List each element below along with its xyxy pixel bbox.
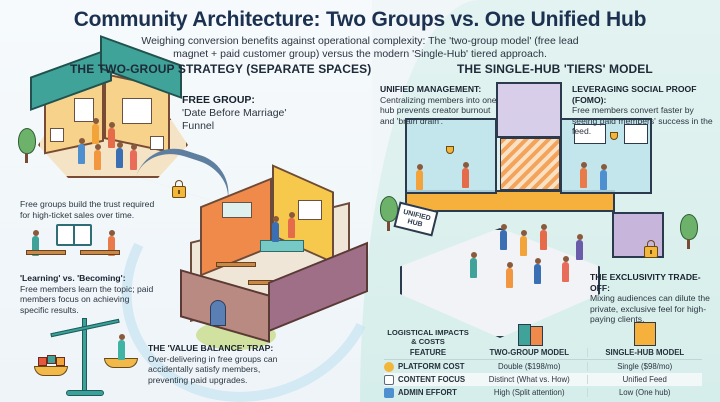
person-icon (130, 144, 137, 170)
exclusivity-body: Mixing audiences can dilute the private,… (590, 293, 710, 324)
page-subtitle: Weighing conversion benefits against ope… (141, 35, 579, 60)
feature-label: CONTENT FOCUS (398, 375, 466, 384)
learning-heading: 'Learning' vs. 'Becoming': (20, 273, 126, 283)
two-group-value: Double ($198/mo) (498, 362, 561, 371)
single-hub-building-icon (587, 320, 702, 346)
feature-label: ADMIN EFFORT (398, 388, 457, 397)
person-icon (500, 224, 507, 250)
table-row: ADMIN EFFORT High (Split attention) Low … (384, 386, 702, 399)
screen-icon (624, 124, 648, 144)
gift-icon (38, 357, 47, 366)
person-icon (92, 118, 99, 144)
chart-board-icon (74, 98, 94, 122)
social-proof-note: LEVERAGING SOCIAL PROOF (FOMO): Free mem… (572, 84, 716, 137)
person-icon (600, 164, 607, 190)
edit-document-icon (384, 374, 394, 385)
logistical-impacts-table: LOGISTICAL IMPACTS & COSTS FEATURE TWO-G… (384, 312, 702, 399)
person-icon (540, 224, 547, 250)
person-icon (116, 142, 123, 168)
table-row: CONTENT FOCUS Distinct (What vs. How) Un… (384, 373, 702, 386)
person-icon (32, 230, 39, 256)
unified-management-body: Centralizing members into one hub preven… (380, 94, 497, 126)
two-group-building-icon (472, 320, 587, 346)
value-trap-note: THE 'VALUE BALANCE' TRAP: Over-deliverin… (148, 343, 288, 385)
gift-icon (56, 357, 65, 366)
person-icon (416, 164, 423, 190)
trophy-icon (446, 146, 454, 154)
money-bag-icon (384, 361, 394, 372)
free-group-body: 'Date Before Marriage' Funnel (182, 107, 287, 132)
board-icon (50, 128, 64, 142)
single-hub-value: Low (One hub) (586, 388, 703, 397)
column-header-feature: FEATURE (409, 348, 447, 357)
person-icon (520, 230, 527, 256)
value-trap-body: Over-delivering in free groups can accid… (148, 353, 278, 385)
social-proof-body: Free members convert faster by seeing pa… (572, 105, 713, 136)
two-group-value: Distinct (What vs. How) (488, 375, 570, 384)
desk (216, 262, 256, 267)
chart-board-icon (122, 98, 152, 124)
table-caption: LOGISTICAL IMPACTS & COSTS (387, 328, 469, 346)
person-icon (580, 162, 587, 188)
exclusivity-note: THE EXCLUSIVITY TRADE-OFF: Mixing audien… (590, 272, 720, 325)
person-icon (78, 138, 85, 164)
table-header: FEATURE TWO-GROUP MODEL SINGLE-HUB MODEL (384, 346, 702, 360)
table-row: PLATFORM COST Double ($198/mo) Single ($… (384, 360, 702, 373)
unified-management-heading: UNIFIED MANAGEMENT: (380, 84, 482, 94)
learning-body: Free members learn the topic; paid membe… (20, 283, 154, 315)
learning-note: 'Learning' vs. 'Becoming': Free members … (20, 273, 160, 315)
social-proof-heading: LEVERAGING SOCIAL PROOF (FOMO): (572, 84, 697, 105)
free-group-heading: FREE GROUP: (182, 94, 255, 106)
unified-management-note: UNIFIED MANAGEMENT: Centralizing members… (380, 84, 498, 126)
stairs (500, 138, 560, 190)
scale-pan (34, 366, 68, 376)
gift-icon (47, 355, 56, 364)
person-icon (506, 262, 513, 288)
person-icon (576, 234, 583, 260)
column-header-single-hub: SINGLE-HUB MODEL (586, 348, 703, 357)
person-icon (288, 212, 295, 238)
single-hub-value: Single ($98/mo) (586, 362, 703, 371)
person-icon (462, 162, 469, 188)
tree-icon (18, 128, 36, 163)
value-trap-heading: THE 'VALUE BALANCE' TRAP: (148, 343, 274, 353)
person-icon (94, 144, 101, 170)
person-icon (118, 334, 125, 360)
feature-label: PLATFORM COST (398, 362, 465, 371)
hub-room-upper (496, 82, 562, 138)
header: Community Architecture: Two Groups vs. O… (0, 8, 720, 61)
admin-person-icon (384, 387, 394, 398)
certificate-icon (298, 200, 322, 220)
free-group-note: FREE GROUP: 'Date Before Marriage' Funne… (182, 94, 302, 133)
person-icon (470, 252, 477, 278)
single-hub-value: Unified Feed (586, 375, 703, 384)
person-icon (108, 122, 115, 148)
progress-board-icon (222, 202, 252, 218)
screen-icon (574, 124, 606, 144)
lock-icon (644, 240, 658, 258)
two-group-value: High (Split attention) (493, 388, 565, 397)
person-icon (562, 256, 569, 282)
trust-note: Free groups build the trust required for… (20, 199, 155, 220)
two-group-section-title: THE TWO-GROUP STRATEGY (SEPARATE SPACES) (70, 62, 372, 76)
trophy-icon (610, 132, 618, 140)
lock-icon (172, 180, 186, 198)
tree-icon (680, 214, 698, 249)
person-icon (534, 258, 541, 284)
single-hub-section-title: THE SINGLE-HUB 'TIERS' MODEL (457, 62, 653, 76)
board-icon (150, 136, 164, 150)
gate-icon (210, 300, 226, 326)
page-title: Community Architecture: Two Groups vs. O… (73, 8, 647, 31)
stage (260, 240, 304, 252)
exclusivity-heading: THE EXCLUSIVITY TRADE-OFF: (590, 272, 701, 293)
person-icon (272, 216, 279, 242)
person-icon (108, 230, 115, 256)
open-book-icon (56, 224, 92, 246)
column-header-two-group: TWO-GROUP MODEL (489, 348, 570, 357)
